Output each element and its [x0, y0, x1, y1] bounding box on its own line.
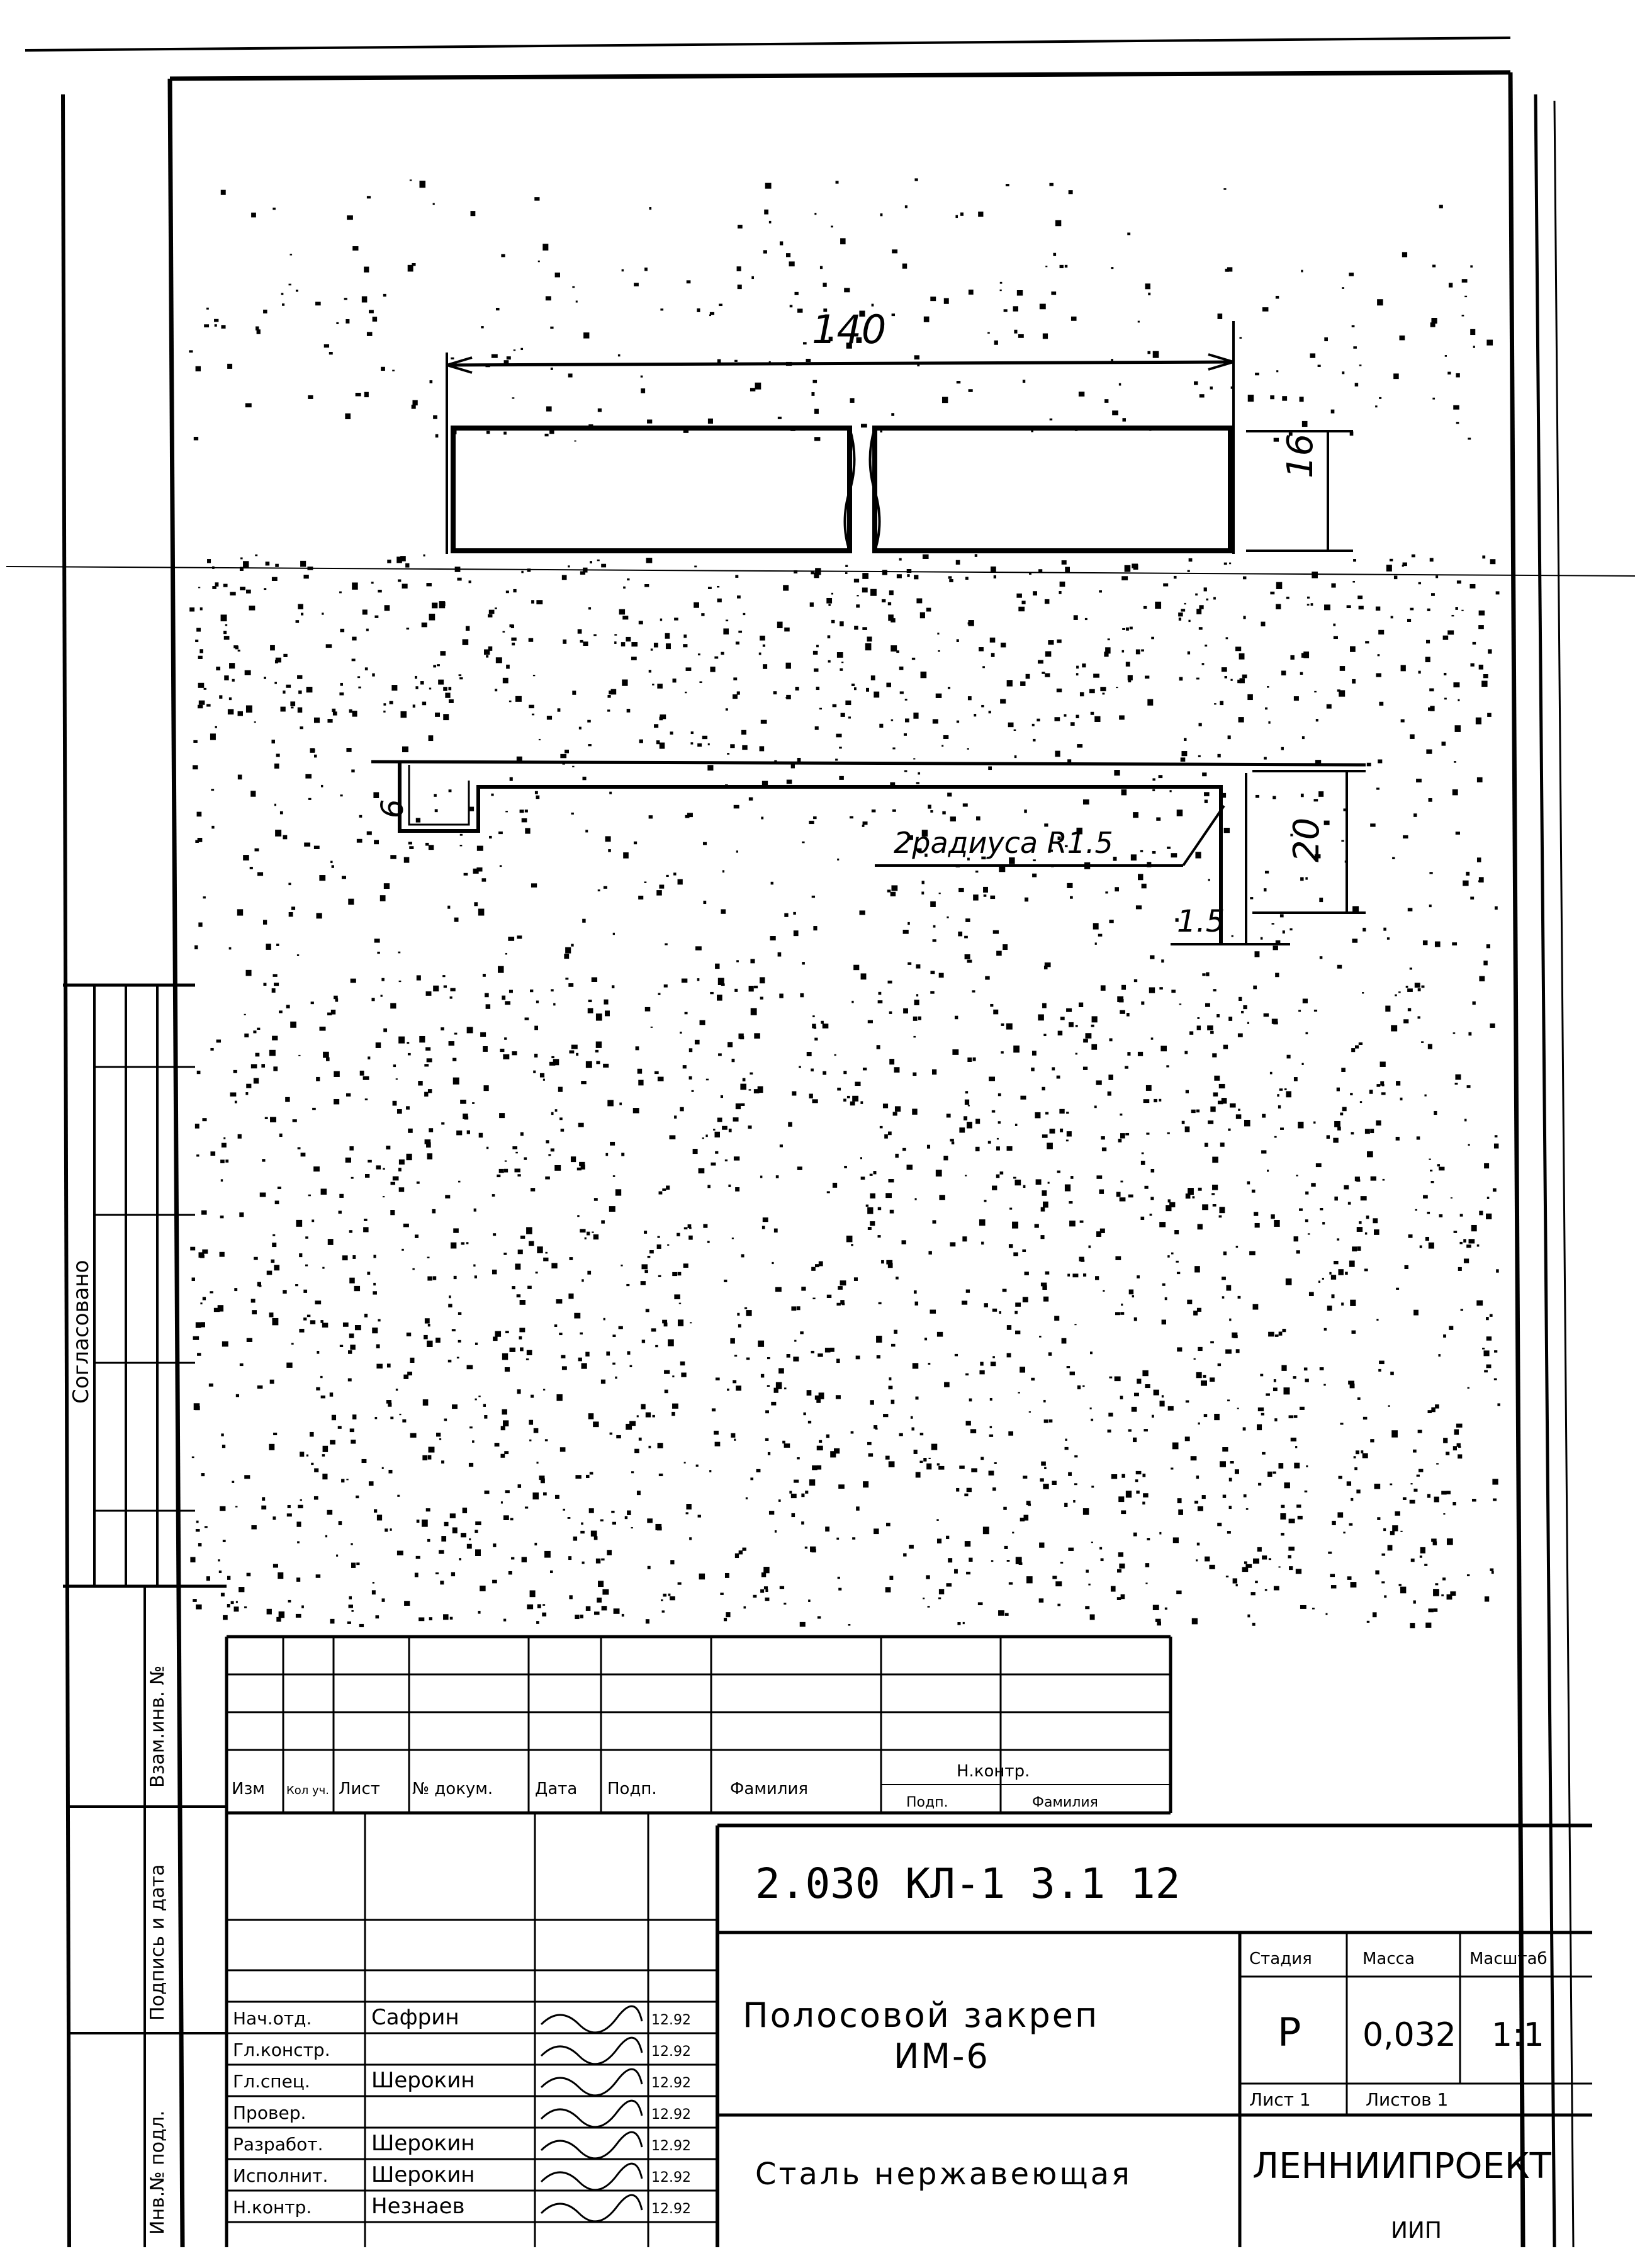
mass-label: Масса: [1362, 1949, 1415, 1968]
title-block: [227, 1813, 1592, 2247]
staff-role: Н.контр.: [233, 2197, 312, 2218]
mass-value: 0,032: [1362, 2016, 1456, 2054]
staff-date: 12.92: [651, 2201, 691, 2217]
dim-width-label: 16: [1280, 434, 1321, 478]
dim-length-label: 140: [812, 307, 886, 353]
signature-mark: [540, 2162, 643, 2191]
title-line1: Полосовой закреп: [743, 1995, 1099, 2035]
signature-mark: [540, 2036, 643, 2065]
dim-height-label: 20: [1286, 818, 1327, 862]
staff-name: Шерокин: [371, 2131, 475, 2156]
rev-header-kol: Кол уч.: [286, 1784, 329, 1797]
strip-top-view: [446, 321, 1353, 554]
rev-norm-control: Н.контр.: [957, 1762, 1030, 1781]
staff-date: 12.92: [651, 2012, 691, 2028]
designation: 2.030 КЛ-1 3.1 12: [755, 1859, 1181, 1908]
scale-value: 1:1: [1492, 2016, 1544, 2054]
signature-mark: [540, 2131, 643, 2160]
staff-role: Разработ.: [233, 2134, 323, 2155]
staff-date: 12.92: [651, 2107, 691, 2123]
bend-note-label: 2радиуса R1.5: [894, 826, 1113, 860]
staff-date: 12.92: [651, 2170, 691, 2186]
dim-lip-label: 6: [375, 799, 410, 818]
rev-header-sign: Подп.: [607, 1780, 657, 1798]
staff-name: Сафрин: [371, 2005, 459, 2030]
sheet-frame: [6, 37, 1635, 2248]
stage-value: Р: [1278, 2009, 1301, 2055]
side-sign-date-label: Подпись и дата: [147, 1865, 169, 2021]
side-agreed-label: Согласовано: [69, 1260, 94, 1404]
rev-header-date: Дата: [535, 1780, 577, 1798]
staff-name: Незнаев: [371, 2194, 465, 2219]
section-view: [371, 760, 1366, 945]
stage-label: Стадия: [1249, 1949, 1312, 1968]
signature-mark: [540, 2005, 643, 2034]
staff-role: Гл.констр.: [233, 2040, 330, 2060]
rev-norm-sub-name: Фамилия: [1032, 1795, 1098, 1810]
staff-date: 12.92: [651, 2044, 691, 2060]
dim-thickness-label: 1.5: [1177, 904, 1225, 939]
side-inv-orig-label: Инв.№ подл.: [147, 2111, 169, 2235]
side-stamp: [63, 983, 227, 2247]
signature-mark: [540, 2194, 643, 2223]
rev-header-doc: № докум.: [412, 1780, 493, 1798]
revision-headers: Изм Кол уч. Лист № докум. Дата Подп. Фам…: [232, 1762, 1098, 1810]
staff-name: Шерокин: [371, 2068, 475, 2093]
scale-label: Масштаб: [1469, 1949, 1548, 1968]
staff-role: Провер.: [233, 2102, 306, 2123]
staff-role: Нач.отд.: [233, 2008, 312, 2029]
staff-role: Гл.спец.: [233, 2071, 310, 2092]
staff-name: Шерокин: [371, 2162, 475, 2187]
organization: ЛЕННИИПРОЕКТ: [1252, 2146, 1552, 2187]
sheet-label: Лист 1: [1249, 2089, 1311, 2110]
rev-norm-sub-sign: Подп.: [906, 1795, 948, 1810]
signature-mark: [540, 2099, 643, 2128]
title-line2: ИМ-6: [894, 2036, 990, 2076]
sheets-label: Листов 1: [1366, 2089, 1448, 2110]
staff-date: 12.92: [651, 2075, 691, 2091]
scan-noise: [189, 178, 1500, 1628]
rev-header-name: Фамилия: [730, 1780, 808, 1798]
staff-role: Исполнит.: [233, 2165, 328, 2186]
rev-header-list: Лист: [339, 1780, 380, 1798]
organization-sub: ИИП: [1391, 2218, 1442, 2243]
signature-mark: [540, 2068, 643, 2097]
rev-header-izm: Изм: [232, 1780, 265, 1798]
material: Сталь нержавеющая: [755, 2157, 1132, 2192]
side-inv-replace-label: Взам.инв. №: [147, 1666, 169, 1788]
staff-date: 12.92: [651, 2138, 691, 2154]
revision-table: [225, 1635, 1172, 2247]
